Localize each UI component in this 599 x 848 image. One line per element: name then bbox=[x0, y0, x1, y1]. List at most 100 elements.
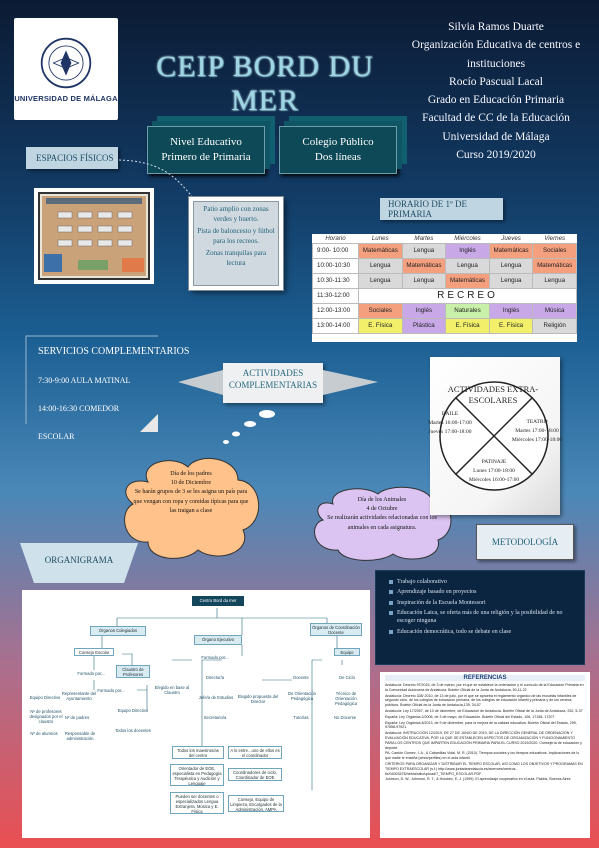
reference-item: Johnson, D. W., Johnson, R. T., & Holube… bbox=[385, 777, 571, 782]
references-title: REFERENCIAS bbox=[385, 675, 585, 681]
cloud-animales-text: Día de los Animales 4 de Octubre Se real… bbox=[322, 496, 442, 533]
org-tutorias: Tutorías bbox=[293, 715, 309, 720]
schedule-cell: Lengua bbox=[488, 272, 534, 289]
reference-item: España: Ley Orgánica 8/2013, de 9 de dic… bbox=[385, 720, 577, 730]
schedule-cell: Lengua bbox=[445, 257, 490, 274]
org-coord: Coordinadores de ciclo, Coordinador de E… bbox=[228, 768, 282, 781]
organigrama-banner bbox=[20, 543, 138, 583]
actividades-complementarias-title: ACTIVIDADES COMPLEMENTARIAS bbox=[223, 363, 323, 403]
extraescolares-title: ACTIVIDADES EXTRA- ESCOLARES bbox=[440, 384, 546, 406]
cloud-padres bbox=[124, 457, 259, 559]
extra-activity-time: Lunes 17:00-18:00 bbox=[473, 468, 515, 474]
author-info: Silvia Ramos Duarte Organización Educati… bbox=[400, 18, 592, 164]
metodologia-item: Trabajo colaborativo bbox=[389, 578, 577, 586]
extra-title-line: ACTIVIDADES EXTRA- bbox=[447, 384, 539, 394]
espacios-line: Pista de baloncesto y fútbol para los re… bbox=[197, 227, 275, 245]
info-line: Organización Educativa de centros e inst… bbox=[411, 39, 581, 70]
schedule-cell: Sociales bbox=[358, 302, 403, 319]
metodologia-item: Aprendizaje basado en proyectos bbox=[389, 588, 577, 596]
schedule-cell: E. Física bbox=[488, 317, 534, 334]
schedule-panel: Horario Lunes Martes Miércoles Jueves Vi… bbox=[312, 234, 577, 342]
schedule-cell: Matemáticas bbox=[488, 242, 534, 259]
stack-line: Dos líneas bbox=[314, 151, 362, 163]
schedule-time: 11:30-12:00 bbox=[312, 287, 359, 304]
organigrama-chart: Centro Bord du mer Órganos Colegiados Ór… bbox=[22, 590, 370, 838]
org-nivel: A lo entre...uno de ellos es el coordina… bbox=[228, 746, 282, 759]
reference-item: Andalucía: INSTRUCCIÓN 12/2019, DE 27 DE… bbox=[385, 731, 582, 750]
page-title: CEIP BORD DU MER bbox=[156, 50, 374, 117]
schedule-cell: Lengua bbox=[401, 272, 447, 289]
recreo-cell: RECREO bbox=[358, 287, 577, 304]
act-line: ACTIVIDADES bbox=[242, 368, 304, 378]
org-root: Centro Bord du mer bbox=[192, 596, 244, 606]
baile-block: BAILE Martes 16:00-17:00 Jueves 17:00-18… bbox=[425, 410, 475, 437]
floor-plan bbox=[34, 188, 154, 284]
cloud-line: 10 de Diciembre bbox=[171, 480, 211, 487]
servicios-title: SERVICIOS COMPLEMENTARIOS bbox=[38, 346, 190, 357]
schedule-cell: Inglés bbox=[488, 302, 534, 319]
schedule-cell: Lengua bbox=[358, 272, 403, 289]
servicio-item: 14:00-16:30 COMEDOR ESCOLAR bbox=[38, 404, 120, 441]
cloud-animales bbox=[314, 486, 452, 561]
schedule-cell: Matemáticas bbox=[401, 257, 447, 274]
ribbon-left-tail bbox=[178, 370, 223, 395]
org-docentes: Todos los docentes bbox=[115, 728, 151, 733]
schedule-time: 12:00-13:00 bbox=[312, 302, 359, 319]
reference-item: Andalucía: Decreto 97/2015, de 3 de marz… bbox=[385, 683, 584, 692]
metodologia-title: METODOLOGÍA bbox=[476, 524, 574, 560]
extra-activity-time: Martes 16:00-17:00 bbox=[428, 420, 472, 426]
metodologia-item: Educación Laica, se oferta más de una re… bbox=[389, 609, 577, 625]
servicios-list: 7:30-9:00 AULA MATINAL 14:00-16:30 COMED… bbox=[38, 367, 148, 451]
org-pueden: Pueden ser docentes o especializados Len… bbox=[170, 792, 224, 814]
schedule-cell: Naturales bbox=[445, 302, 490, 319]
reference-item: Andalucía: Decreto 328/ 2010, de 13 de j… bbox=[385, 693, 577, 708]
teatro-block: TEATRO Martes 17:00-18:00 Miércoles 17:0… bbox=[507, 418, 567, 445]
cloud-line: Se realizarán actividades relacionadas c… bbox=[327, 515, 437, 531]
metodologia-item: Educación democrática, todo se debate en… bbox=[389, 628, 577, 636]
org-jefe: Jefe/a de Estudios bbox=[198, 695, 234, 700]
thought-bubbles bbox=[223, 410, 275, 444]
org-ciclo: De Ciclo bbox=[339, 675, 355, 680]
org-orientador: Orientador de EOE, especialista en Pedag… bbox=[170, 764, 224, 786]
metodologia-item: Inspiración de la Escuela Montessori bbox=[389, 599, 577, 607]
schedule-cell: E. Física bbox=[358, 317, 403, 334]
schedule-time: 10:00-10:30 bbox=[312, 257, 359, 274]
extraescolares-circle bbox=[439, 381, 549, 491]
schedule-table: Horario Lunes Martes Miércoles Jueves Vi… bbox=[312, 234, 577, 334]
org-resp: Responsable de administración bbox=[64, 731, 96, 741]
org-colegiados: Órganos Colegiados bbox=[90, 626, 146, 636]
servicios-frame bbox=[25, 335, 158, 432]
org-docente: Docente bbox=[293, 675, 309, 680]
info-line: Rocío Pascual Lacal bbox=[449, 75, 543, 88]
schedule-cell: Lengua bbox=[358, 257, 403, 274]
references-panel: REFERENCIAS Andalucía: Decreto 97/2015, … bbox=[380, 672, 590, 838]
org-coordinacion: Órganos de Coordinación Docente bbox=[310, 623, 362, 636]
reference-item: España: Ley Orgánica 2/2006, de 3 de may… bbox=[385, 714, 555, 719]
org-secretario: Secretario/a bbox=[203, 715, 227, 720]
schedule-header: Martes bbox=[414, 234, 434, 242]
extra-title-line: ESCOLARES bbox=[468, 395, 518, 405]
schedule-header: Miércoles bbox=[454, 234, 481, 242]
act-line: COMPLEMENTARIAS bbox=[228, 380, 318, 390]
extra-activity-name: TEATRO bbox=[526, 419, 548, 425]
extra-activity-time: Martes 17:00-18:00 bbox=[515, 428, 559, 434]
classroom-plan-icon bbox=[38, 192, 150, 280]
schedule-cell: Religión bbox=[532, 317, 577, 334]
schedule-header: Lunes bbox=[371, 234, 389, 242]
reference-item: PA. Cantón Gómez, I. A., & Cabanillas Vi… bbox=[385, 751, 580, 761]
espacios-description: Patio amplio con zonas verdes y huerto. … bbox=[188, 196, 284, 291]
nivel-educativo-card: Nivel Educativo Primero de Primaria bbox=[147, 126, 265, 174]
schedule-time: 13:00-14:00 bbox=[312, 317, 359, 334]
org-formado-3: Formado por... bbox=[201, 655, 229, 660]
extra-activity-time: Miércoles 16:00-17:00 bbox=[468, 477, 520, 483]
schedule-cell: Matemáticas bbox=[532, 257, 577, 274]
org-orientacion: De Orientación Pedagógica bbox=[288, 691, 316, 701]
info-line: Grado en Educación Primaria bbox=[427, 94, 565, 107]
university-seal-icon bbox=[40, 37, 92, 88]
schedule-time: 9:00- 10:00 bbox=[312, 242, 359, 259]
